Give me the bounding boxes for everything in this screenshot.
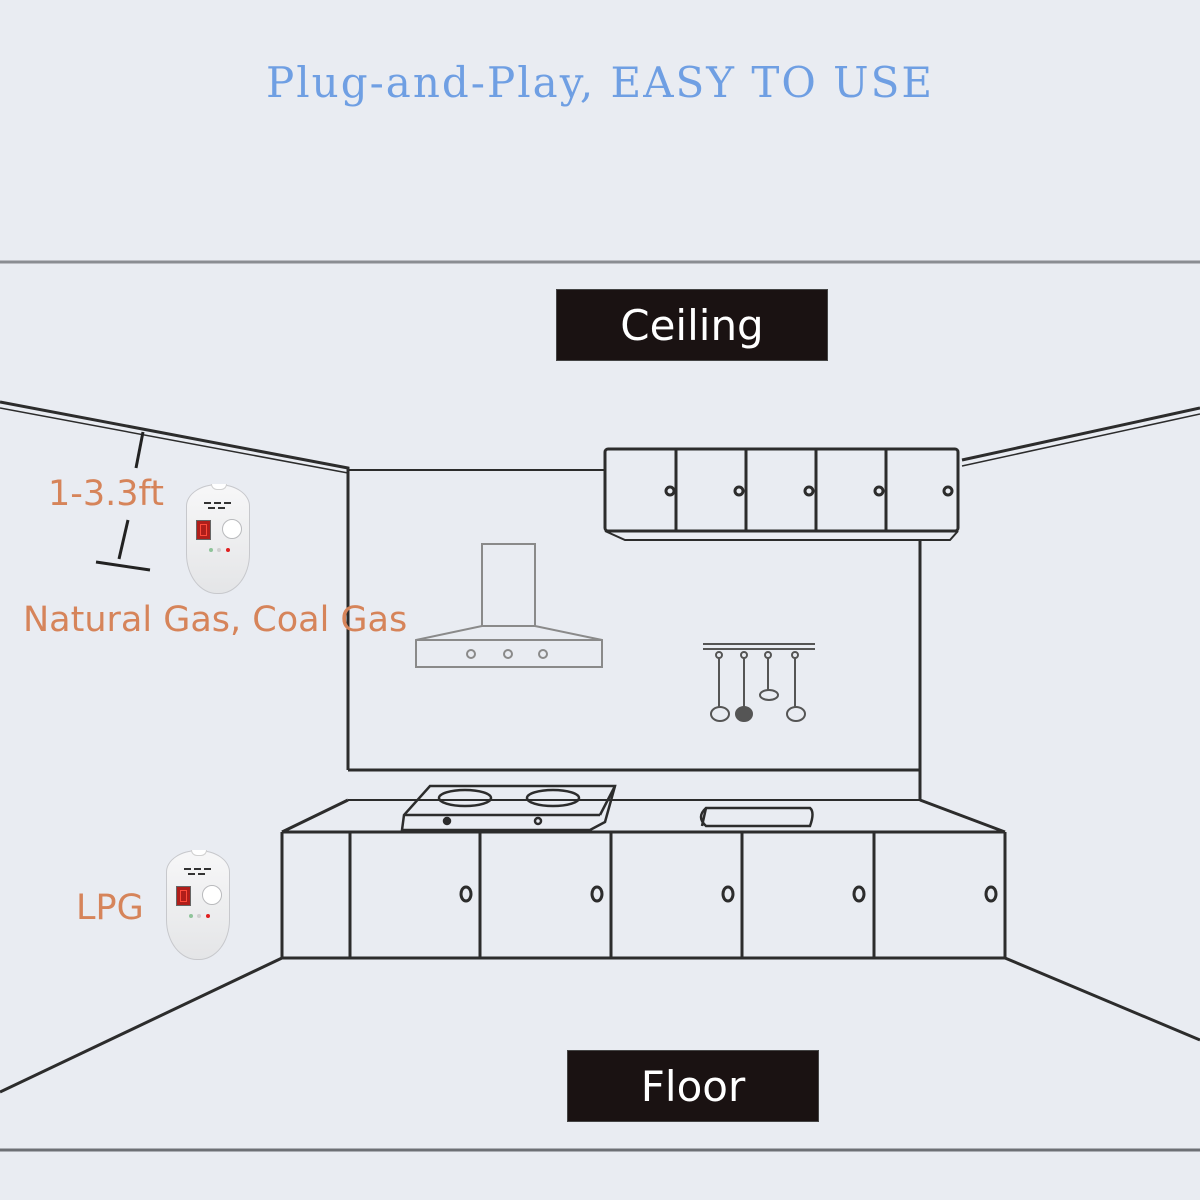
cabinet-knob (852, 885, 866, 903)
natural-gas-label: Natural Gas, Coal Gas (23, 600, 408, 640)
floor-tag: Floor (568, 1051, 818, 1121)
cabinet-knob (664, 485, 676, 497)
detector-notch (191, 850, 207, 856)
cabinet-knob (590, 885, 604, 903)
fault-led-icon (217, 548, 221, 552)
upper-cabinets (603, 447, 960, 541)
distance-marker (95, 431, 151, 572)
range-hood (415, 543, 603, 668)
cabinet-knob (733, 485, 745, 497)
cabinet-knob (721, 885, 735, 903)
test-button-icon (222, 519, 242, 539)
lpg-label: LPG (76, 888, 144, 928)
digit-display-icon (176, 886, 191, 906)
page-title: Plug-and-Play, EASY TO USE (265, 58, 935, 107)
lower-cabinets (280, 830, 1007, 960)
speaker-grille-icon (204, 502, 232, 510)
detector-notch (211, 484, 227, 490)
gas-stove (400, 784, 617, 832)
mount-distance-label: 1-3.3ft (48, 474, 164, 514)
digit-display-icon (196, 520, 211, 540)
cabinet-knob (984, 885, 998, 903)
cabinet-knob (942, 485, 954, 497)
ceiling-tag: Ceiling (557, 290, 827, 360)
room-walls (0, 400, 1200, 1094)
fault-led-icon (197, 914, 201, 918)
utensil-rack (703, 643, 815, 722)
power-led-icon (189, 914, 193, 918)
gas-detector-icon (166, 850, 230, 960)
cabinet-knob (803, 485, 815, 497)
sink (699, 806, 814, 828)
speaker-grille-icon (184, 868, 212, 876)
alarm-led-icon (206, 914, 210, 918)
gas-detector-icon (186, 484, 250, 594)
cabinet-knob (873, 485, 885, 497)
power-led-icon (209, 548, 213, 552)
cabinet-knob (459, 885, 473, 903)
alarm-led-icon (226, 548, 230, 552)
test-button-icon (202, 885, 222, 905)
